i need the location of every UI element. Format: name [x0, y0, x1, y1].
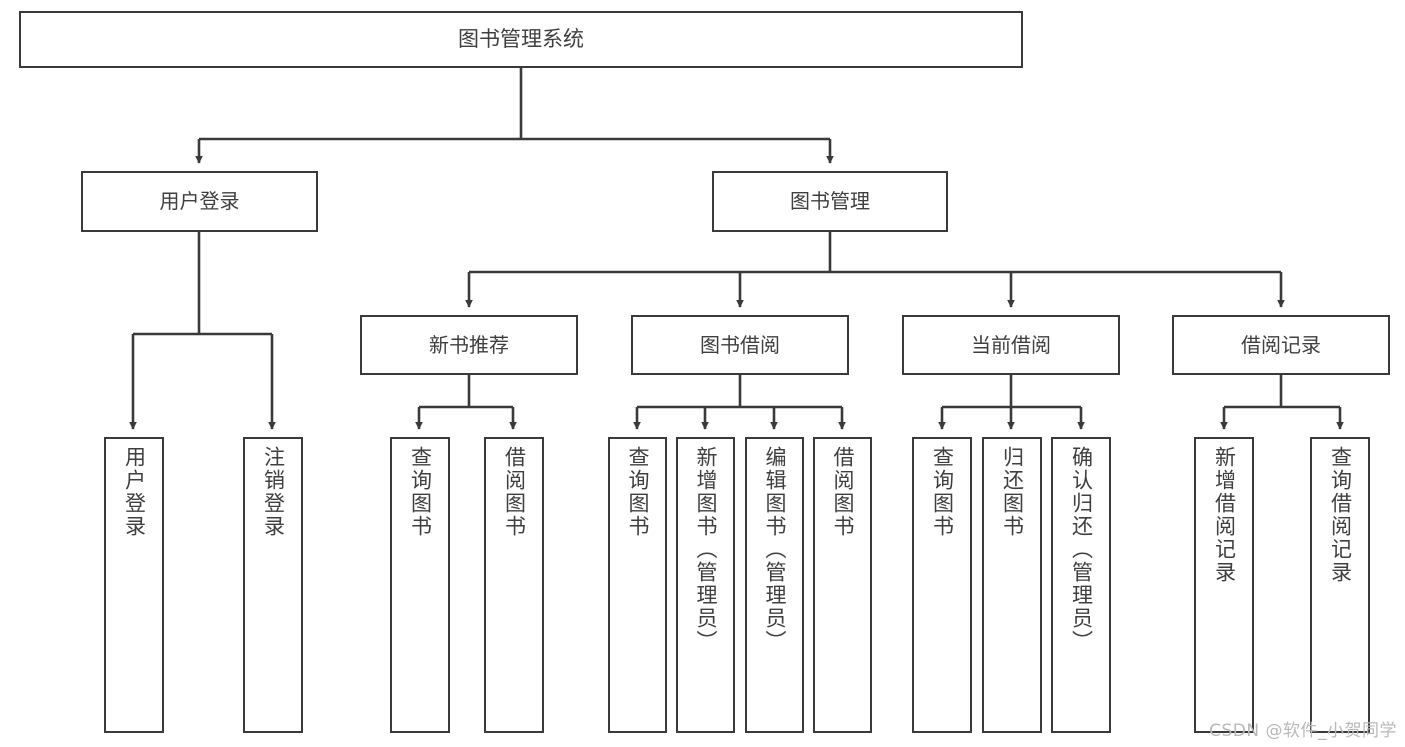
leaf-user-login[interactable]: 用户登录: [104, 437, 164, 733]
node-label: 查询借阅记录: [1328, 446, 1353, 584]
node-user-login[interactable]: 用户登录: [81, 171, 318, 232]
node-label: 借阅记录: [1241, 332, 1321, 357]
node-root-system[interactable]: 图书管理系统: [19, 11, 1023, 68]
leaf-edit-book-admin[interactable]: 编辑图书（管理员）: [745, 437, 804, 733]
node-label: 编辑图书（管理员）: [763, 446, 787, 653]
node-current-borrow[interactable]: 当前借阅: [902, 315, 1120, 375]
node-label: 查询图书: [408, 446, 433, 538]
node-label: 查询图书: [626, 446, 650, 538]
node-label: 归还图书: [1000, 446, 1025, 538]
node-label: 注销登录: [261, 446, 286, 538]
node-new-book-recommend[interactable]: 新书推荐: [360, 315, 578, 375]
node-label: 借阅图书: [502, 446, 527, 538]
node-label: 新增图书（管理员）: [694, 446, 718, 653]
node-label: 新书推荐: [429, 332, 509, 357]
node-label: 确认归还（管理员）: [1069, 446, 1094, 653]
leaf-add-book-admin[interactable]: 新增图书（管理员）: [676, 437, 735, 733]
leaf-query-book-current[interactable]: 查询图书: [912, 437, 972, 733]
node-label: 查询图书: [930, 446, 955, 538]
node-label: 用户登录: [122, 446, 147, 538]
node-label: 图书借阅: [700, 332, 780, 357]
node-label: 借阅图书: [831, 446, 855, 538]
leaf-confirm-return-admin[interactable]: 确认归还（管理员）: [1051, 437, 1111, 733]
leaf-query-book-borrow[interactable]: 查询图书: [608, 437, 667, 733]
leaf-add-borrow-record[interactable]: 新增借阅记录: [1194, 437, 1254, 733]
leaf-borrow-book-borrow[interactable]: 借阅图书: [813, 437, 872, 733]
node-label: 当前借阅: [971, 332, 1051, 357]
leaf-query-borrow-record[interactable]: 查询借阅记录: [1310, 437, 1370, 733]
node-label: 新增借阅记录: [1212, 446, 1237, 584]
leaf-user-logout[interactable]: 注销登录: [243, 437, 303, 733]
leaf-query-book-recommend[interactable]: 查询图书: [390, 437, 450, 733]
node-book-manage[interactable]: 图书管理: [712, 171, 948, 232]
leaf-borrow-book-recommend[interactable]: 借阅图书: [484, 437, 544, 733]
watermark-text: CSDN @软件_小贺同学: [1209, 721, 1397, 741]
leaf-return-book[interactable]: 归还图书: [982, 437, 1042, 733]
node-label: 用户登录: [159, 189, 240, 214]
node-label: 图书管理系统: [458, 26, 584, 51]
node-book-borrow[interactable]: 图书借阅: [631, 315, 849, 375]
node-borrow-record[interactable]: 借阅记录: [1172, 315, 1390, 375]
node-label: 图书管理: [790, 189, 870, 214]
